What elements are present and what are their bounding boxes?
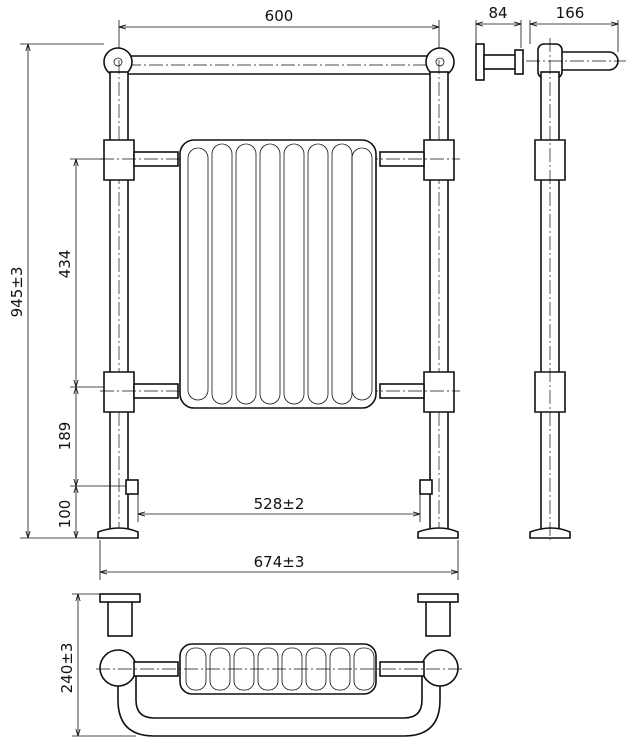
dimension-valve-centers: 528±2	[137, 494, 421, 522]
dimension-plan-depth: 240±3	[58, 593, 136, 737]
dim-label-84: 84	[488, 4, 507, 22]
plan-view	[96, 593, 462, 737]
left-post	[97, 60, 139, 539]
side-view	[475, 38, 626, 540]
dim-label-166: 166	[556, 4, 585, 22]
dim-label-100: 100	[56, 500, 74, 529]
dimension-bracket-depth: 84	[475, 4, 522, 48]
side-post	[526, 38, 626, 540]
front-view	[97, 47, 460, 539]
connecting-pipes	[100, 151, 460, 399]
left-valve	[125, 479, 139, 495]
dimension-side-depth: 166	[529, 4, 619, 52]
dimension-overall-width: 674±3	[99, 540, 459, 580]
dimension-lower-gap: 189	[56, 387, 126, 487]
plan-left-foot	[107, 597, 133, 637]
plan-right-foot	[425, 597, 451, 637]
dim-label-600: 600	[265, 7, 294, 25]
dimension-valve-height: 100	[56, 486, 76, 538]
dim-label-674: 674±3	[254, 553, 305, 571]
dim-label-528: 528±2	[254, 495, 305, 513]
plan-frame	[99, 649, 459, 737]
dim-label-189: 189	[56, 422, 74, 451]
right-post	[417, 60, 459, 539]
dimension-top-width: 600	[118, 7, 440, 48]
dim-label-240: 240±3	[58, 643, 76, 694]
top-rail	[103, 47, 455, 77]
dim-label-434: 434	[56, 250, 74, 279]
radiator-columns	[179, 139, 377, 409]
wall-bracket	[475, 43, 524, 81]
right-valve	[419, 479, 433, 495]
dim-label-945: 945±3	[8, 267, 26, 318]
dimension-overall-height: 945±3	[8, 43, 104, 539]
dimension-rail-spacing: 434	[56, 158, 104, 388]
